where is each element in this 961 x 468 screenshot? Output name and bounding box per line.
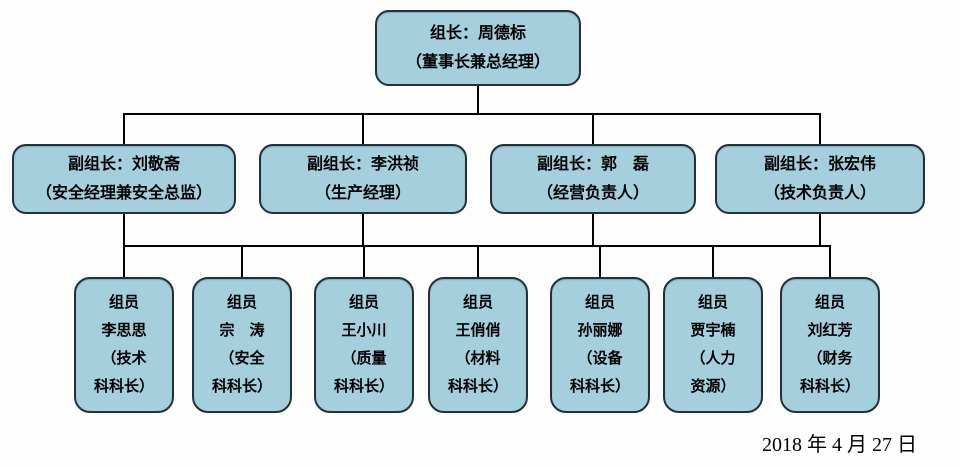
member-role-line-1: （技术 [101,350,147,367]
leader-role-line: （董事长兼总经理） [405,54,550,71]
member-role-line-2: 科科长） [333,378,394,395]
member-title-line: 组员 [462,294,493,311]
member-title-line: 组员 [814,294,845,311]
member-box-2: 组员 宗 涛 （安全 科科长） [192,277,292,413]
member-name-line: 王小川 [341,322,387,339]
deputy-title-line: 副组长：张宏伟 [763,156,876,173]
deputy-role-line: （技术负责人） [763,185,876,202]
member-name-line: 孙丽娜 [577,322,623,339]
member-role-line-2: 科科长） [447,378,508,395]
leader-title-line: 组长：周德标 [429,25,526,42]
deputy-box-1: 副组长：刘敬斋 （安全经理兼安全总监） [12,144,236,214]
member-role-line-2: 科科长） [211,378,272,395]
deputy-title-line: 副组长：李洪祯 [306,156,419,173]
member-title-line: 组员 [226,294,257,311]
member-role-line-1: （质量 [341,350,387,367]
deputy-title-line: 副组长：刘敬斋 [67,156,180,173]
member-name-line: 王俏俏 [455,322,501,339]
date-label: 2018 年 4 月 27 日 [762,434,917,456]
deputy-role-line: （安全经理兼安全总监） [35,185,212,202]
member-role-line-1: （设备 [577,350,623,367]
member-name-line: 李思思 [101,322,147,339]
member-box-6: 组员 贾宇楠 （人力 资源） [663,277,763,413]
member-role-line-1: （材料 [455,350,501,367]
member-box-4: 组员 王俏俏 （材料 科科长） [428,277,528,413]
deputy-role-line: （生产经理） [314,185,411,202]
member-role-line-1: （财务 [807,350,853,367]
member-role-line-1: （安全 [219,350,265,367]
member-role-line-2: 资源） [690,378,736,395]
member-title-line: 组员 [584,294,615,311]
deputy-box-2: 副组长：李洪祯 （生产经理） [259,144,467,214]
deputy-title-line: 副组长：郭 磊 [536,156,649,173]
member-box-1: 组员 李思思 （技术 科科长） [74,277,174,413]
member-role-line-2: 科科长） [799,378,860,395]
member-role-line-2: 科科长） [569,378,630,395]
leader-box: 组长：周德标 （董事长兼总经理） [375,10,581,86]
member-title-line: 组员 [348,294,379,311]
member-name-line: 宗 涛 [219,322,265,339]
member-role-line-2: 科科长） [93,378,154,395]
member-box-3: 组员 王小川 （质量 科科长） [314,277,414,413]
member-role-line-1: （人力 [690,350,736,367]
member-name-line: 贾宇楠 [690,322,736,339]
deputy-box-4: 副组长：张宏伟 （技术负责人） [715,144,925,214]
member-title-line: 组员 [697,294,728,311]
deputy-role-line: （经营负责人） [536,185,649,202]
member-box-7: 组员 刘红芳 （财务 科科长） [780,277,880,413]
member-name-line: 刘红芳 [807,322,853,339]
member-box-5: 组员 孙丽娜 （设备 科科长） [550,277,650,413]
deputy-box-3: 副组长：郭 磊 （经营负责人） [490,144,696,214]
member-title-line: 组员 [108,294,139,311]
